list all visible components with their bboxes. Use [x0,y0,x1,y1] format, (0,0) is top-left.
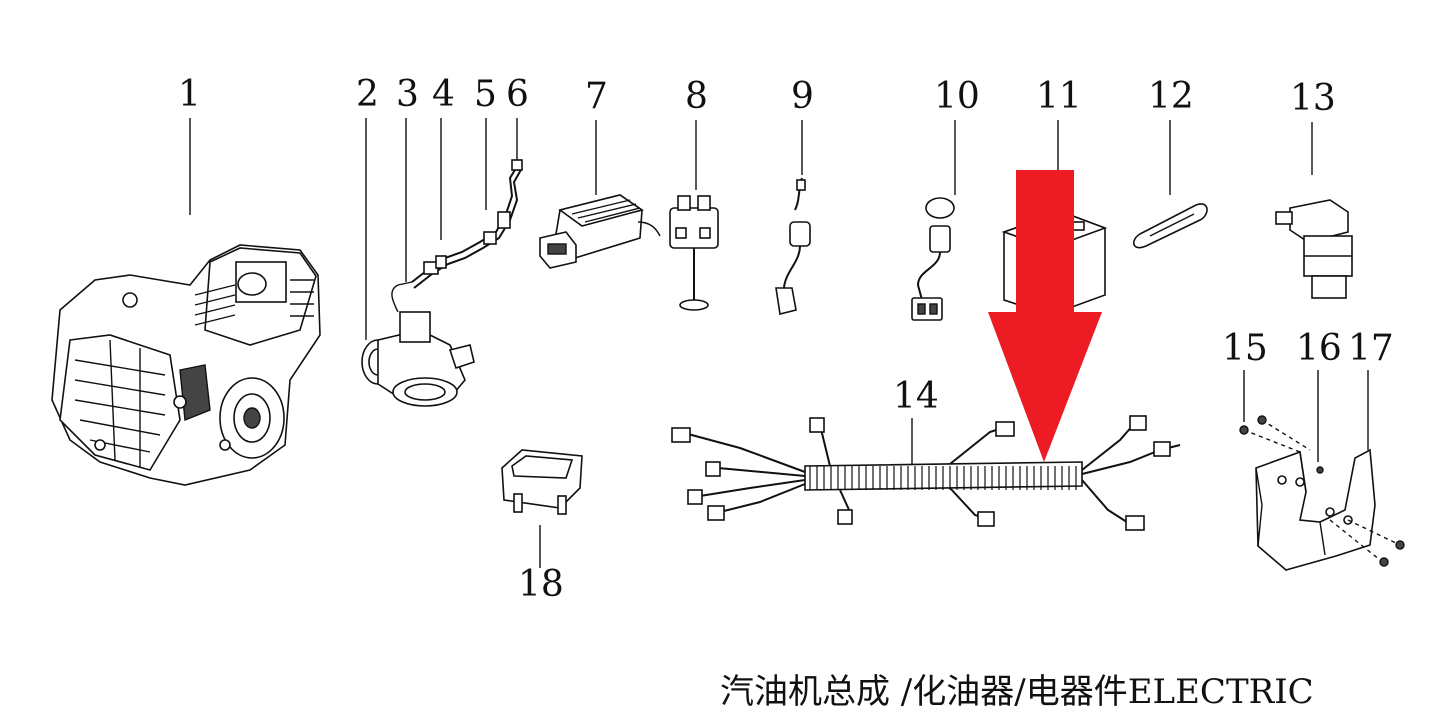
wire-harness [671,415,1181,531]
battery-strap [1133,203,1208,249]
carburetor [361,281,475,407]
engine-assembly [51,244,321,486]
regulator-rectifier [539,194,661,269]
label-16: 16 [1296,328,1342,369]
flasher-relay [1275,199,1353,299]
label-4: 4 [432,74,455,115]
label-9: 9 [791,76,814,117]
label-17: 17 [1348,328,1394,369]
leader-lines [189,118,1369,568]
page-caption: 汽油机总成 /化油器/电器件ELECTRIC [720,672,1314,712]
label-5: 5 [474,74,497,115]
label-11: 11 [1036,76,1082,117]
label-18: 18 [518,564,564,605]
label-10: 10 [934,76,980,117]
label-14: 14 [893,376,939,417]
red-arrow-icon [988,170,1102,462]
ignition-coil [775,177,811,315]
label-3: 3 [396,74,419,115]
ignition-switch [911,197,955,321]
label-6: 6 [506,74,529,115]
label-13: 13 [1290,78,1336,119]
harness-ribs [809,466,1077,490]
rocker-switch [501,449,583,515]
label-7: 7 [585,76,608,117]
mounting-bracket [1239,415,1405,571]
starter-relay [669,195,719,311]
label-12: 12 [1148,76,1194,117]
label-8: 8 [685,76,708,117]
label-1: 1 [178,74,201,115]
label-15: 15 [1222,328,1268,369]
hose-cable-set [411,159,523,289]
label-2: 2 [356,74,379,115]
